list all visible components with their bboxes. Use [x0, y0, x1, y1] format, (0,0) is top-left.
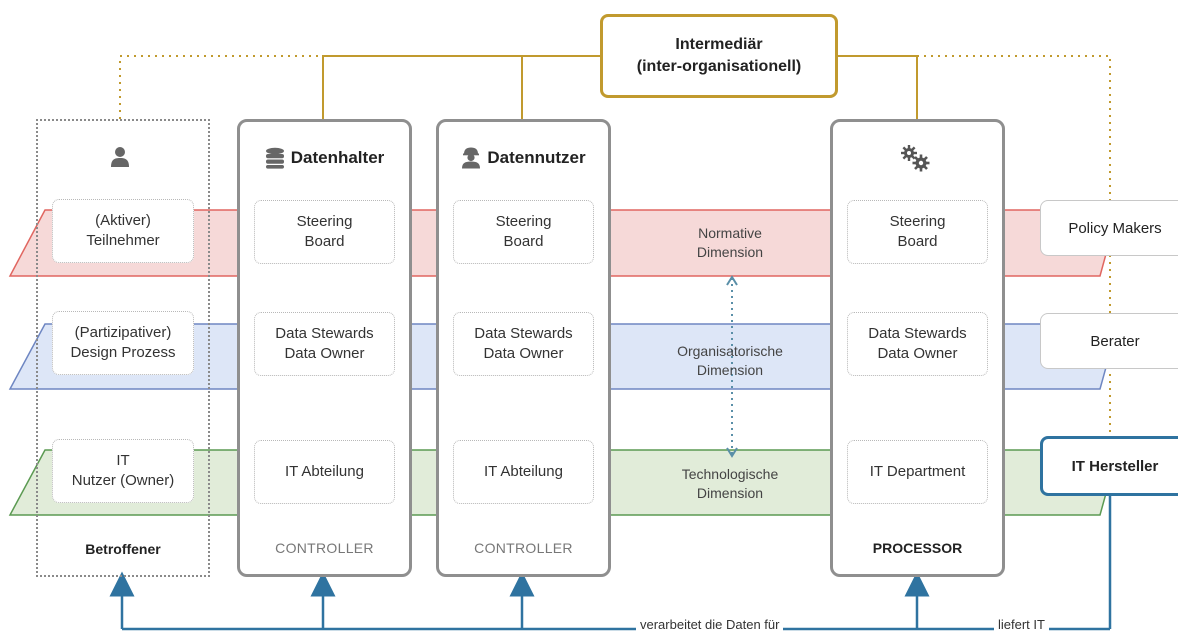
column-footer: Betroffener	[85, 541, 161, 557]
column-datenhalter: Datenhalter Steering Board Data Stewards…	[237, 119, 412, 577]
column-header: Datennutzer	[439, 138, 608, 178]
database-icon	[265, 147, 285, 169]
cell-organisational: (Partizipativer) Design Prozess	[52, 311, 194, 375]
cell-organisational: Data Stewards Data Owner	[453, 312, 594, 376]
it-hersteller-box: IT Hersteller	[1040, 436, 1178, 496]
policy-makers-box: Policy Makers	[1040, 200, 1178, 256]
intermediary-connectors	[119, 55, 1111, 436]
dimension-technological-label: Technologische Dimension	[681, 466, 779, 501]
column-title: Datennutzer	[487, 148, 586, 167]
dimension-normative-label: Normative Dimension	[696, 225, 764, 260]
column-title: Datenhalter	[290, 148, 385, 167]
flow-label-supply: liefert IT	[994, 618, 1049, 631]
intermediary-title: Intermediär	[675, 36, 763, 53]
cell-normative: (Aktiver) Teilnehmer	[52, 199, 194, 263]
column-header	[38, 137, 208, 177]
cell-normative: Steering Board	[453, 200, 594, 264]
cell-organisational: Data Stewards Data Owner	[847, 312, 988, 376]
dimension-organisational-label: Organisatorische Dimension	[677, 343, 783, 378]
intermediary-box: Intermediär (inter-organisationell)	[600, 14, 838, 98]
cell-technological: IT Abteilung	[453, 440, 594, 504]
cell-normative: Steering Board	[847, 200, 988, 264]
column-datennutzer: Datennutzer Steering Board Data Stewards…	[436, 119, 611, 577]
column-footer: CONTROLLER	[275, 540, 374, 556]
person-icon	[110, 146, 130, 168]
column-processor: Steering Board Data Stewards Data Owner …	[830, 119, 1005, 577]
cell-technological: IT Abteilung	[254, 440, 395, 504]
bottom-flow	[109, 496, 1112, 631]
cell-technological: IT Department	[847, 440, 988, 504]
cell-normative: Steering Board	[254, 200, 395, 264]
cell-organisational: Data Stewards Data Owner	[254, 312, 395, 376]
column-footer: PROCESSOR	[872, 540, 963, 556]
flow-label-processing: verarbeitet die Daten für	[636, 618, 784, 631]
cell-technological: IT Nutzer (Owner)	[52, 439, 194, 503]
gears-icon	[900, 144, 930, 172]
column-betroffener: (Aktiver) Teilnehmer (Partizipativer) De…	[36, 119, 210, 577]
worker-icon	[461, 147, 481, 169]
column-header	[833, 138, 1002, 178]
dimension-link-arrow	[726, 275, 738, 458]
column-header: Datenhalter	[240, 138, 409, 178]
intermediary-subtitle: (inter-organisationell)	[636, 58, 802, 75]
berater-box: Berater	[1040, 313, 1178, 369]
column-footer: CONTROLLER	[474, 540, 573, 556]
